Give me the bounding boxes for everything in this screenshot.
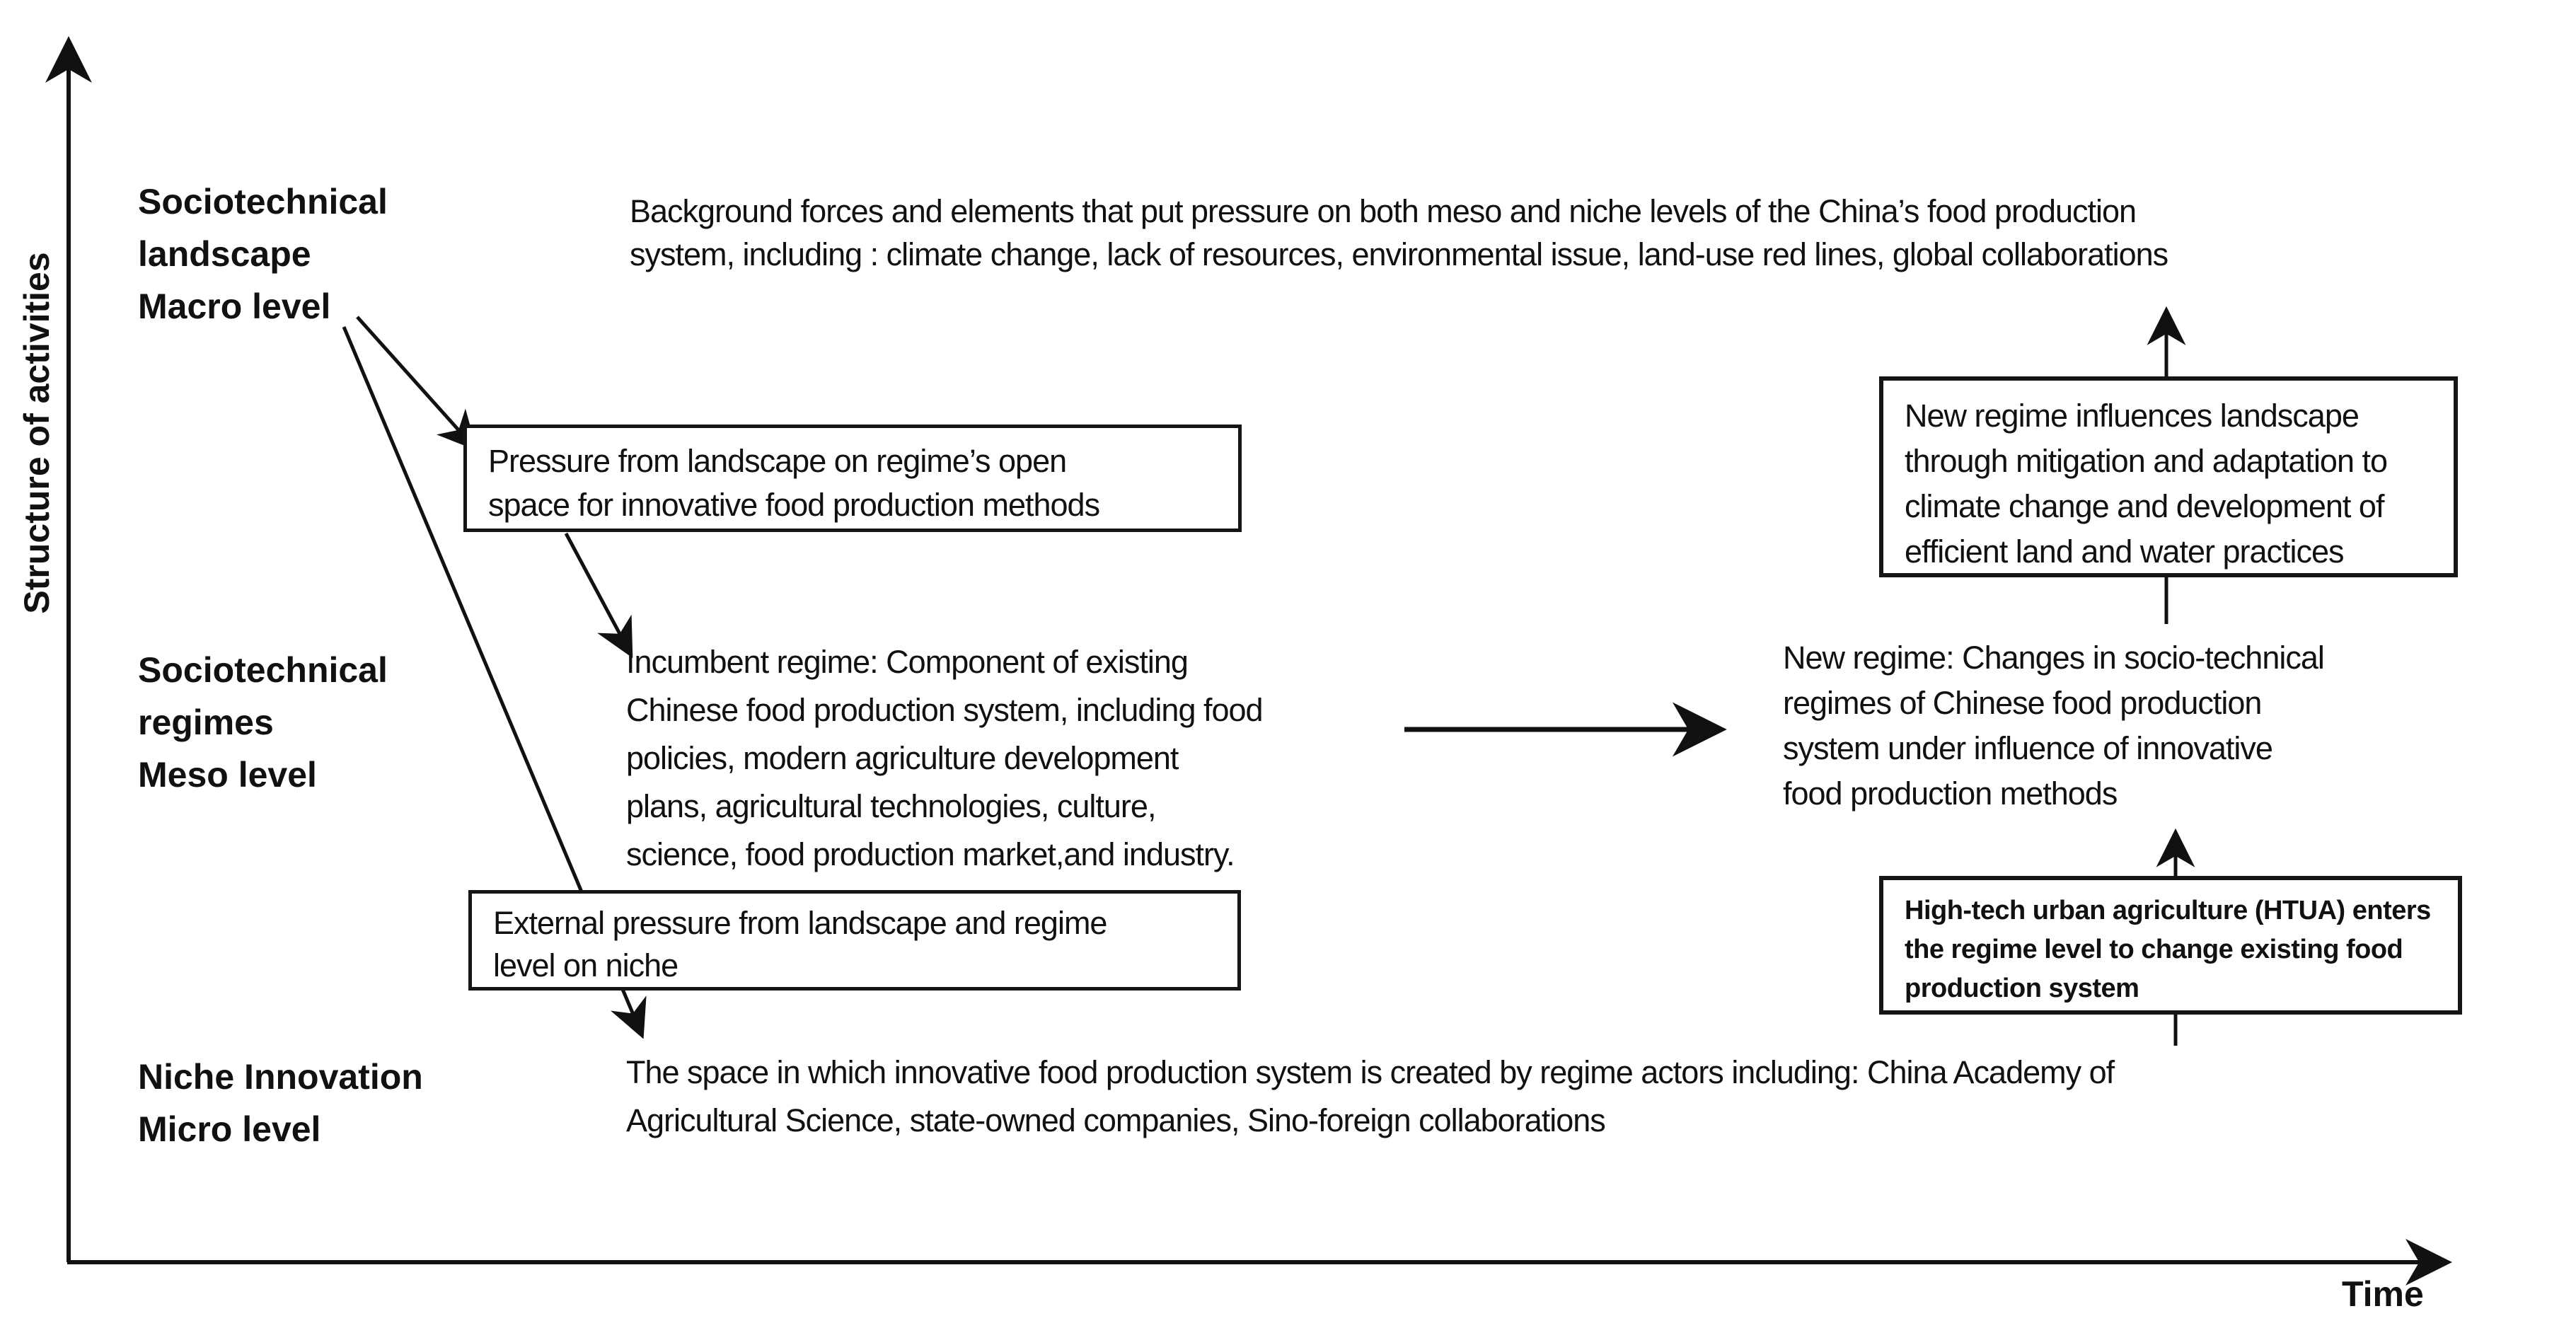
htua-box-line: production system <box>1905 974 2139 1003</box>
new-regime-text: New regime: Changes in socio-technical r… <box>1783 635 2325 816</box>
pressure-box-line: Pressure from landscape on regime’s open <box>488 443 1067 479</box>
influences-box-line: efficient land and water practices <box>1905 533 2345 570</box>
htua-box-line: the regime level to change existing food <box>1905 935 2403 964</box>
meso-level-line: Sociotechnical <box>138 650 388 690</box>
macro-level-line: landscape <box>138 234 311 274</box>
micro-level-label: Niche Innovation Micro level <box>138 1051 423 1155</box>
new-regime-line: system under influence of innovative <box>1783 730 2273 766</box>
external-pressure-line: External pressure from landscape and reg… <box>493 905 1107 941</box>
incumbent-regime-line: plans, agricultural technologies, cultur… <box>626 788 1156 824</box>
incumbent-regime-line: policies, modern agriculture development <box>626 740 1179 776</box>
external-pressure-line: level on niche <box>493 947 678 983</box>
incumbent-regime-text: Incumbent regime: Component of existing … <box>626 638 1264 879</box>
meso-level-line: regimes <box>138 703 274 742</box>
y-axis-title: Structure of activities <box>17 252 57 614</box>
micro-level-line: Micro level <box>138 1109 321 1149</box>
incumbent-regime-line: Incumbent regime: Component of existing <box>626 644 1189 680</box>
pressure-to-regime-arrow <box>564 532 633 659</box>
meso-level-label: Sociotechnical regimes Meso level <box>138 644 388 801</box>
macro-level-line: Sociotechnical <box>138 182 388 221</box>
influences-box-line: climate change and development of <box>1905 488 2384 524</box>
new-regime-influences-box: New regime influences landscape through … <box>1879 376 2458 577</box>
landscape-background-line: Background forces and elements that put … <box>630 193 2137 229</box>
influences-box-line: through mitigation and adaptation to <box>1905 443 2388 479</box>
macro-level-label: Sociotechnical landscape Macro level <box>138 175 388 333</box>
niche-space-line: The space in which innovative food produ… <box>626 1054 2115 1090</box>
external-pressure-box: External pressure from landscape and reg… <box>468 890 1241 991</box>
incumbent-regime-line: Chinese food production system, includin… <box>626 692 1264 728</box>
incumbent-regime-line: science, food production market,and indu… <box>626 836 1235 872</box>
macro-level-line: Macro level <box>138 287 331 326</box>
meso-level-line: Meso level <box>138 755 317 795</box>
htua-box-line: High-tech urban agriculture (HTUA) enter… <box>1905 896 2431 925</box>
pressure-box-line: space for innovative food production met… <box>488 487 1100 523</box>
niche-space-line: Agricultural Science, state-owned compan… <box>626 1102 1606 1138</box>
pressure-from-landscape-box: Pressure from landscape on regime’s open… <box>463 425 1242 532</box>
landscape-background-line: system, including : climate change, lack… <box>630 236 2168 272</box>
landscape-background-text: Background forces and elements that put … <box>630 190 2168 276</box>
htua-enters-regime-box: High-tech urban agriculture (HTUA) enter… <box>1879 876 2462 1015</box>
landscape-to-pressure-arrow <box>356 316 478 451</box>
niche-space-text: The space in which innovative food produ… <box>626 1049 2115 1145</box>
micro-level-line: Niche Innovation <box>138 1057 423 1097</box>
influences-box-line: New regime influences landscape <box>1905 398 2360 434</box>
new-regime-line: New regime: Changes in socio-technical <box>1783 640 2325 676</box>
new-regime-line: food production methods <box>1783 775 2118 812</box>
x-axis-title: Time <box>2342 1274 2424 1314</box>
new-regime-line: regimes of Chinese food production <box>1783 685 2262 721</box>
